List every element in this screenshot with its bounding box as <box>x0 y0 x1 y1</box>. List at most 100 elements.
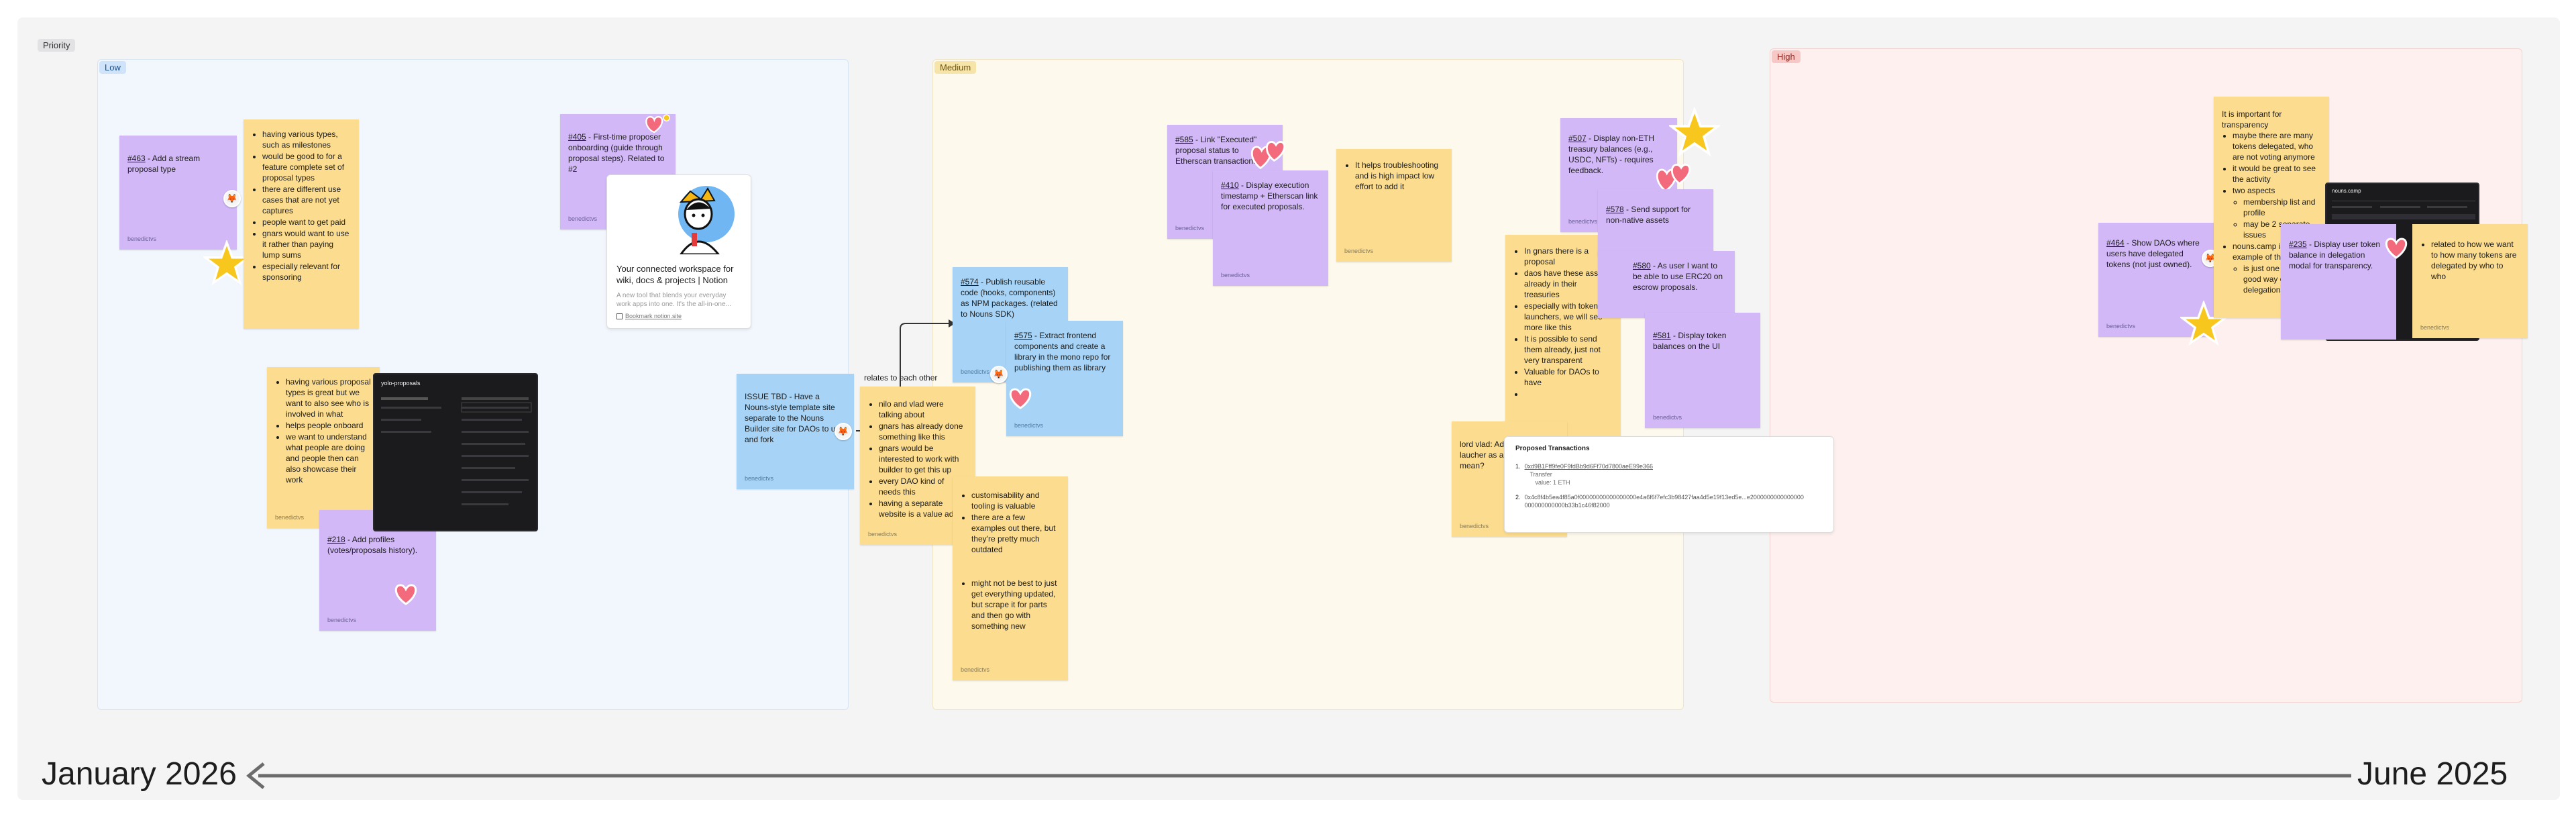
high-section-label[interactable]: High <box>1772 50 1801 63</box>
heart-sticker-icon[interactable] <box>1006 385 1034 409</box>
notion-illustration-icon <box>607 175 751 256</box>
note-text: - As user I want to be able to use ERC20… <box>1633 261 1723 292</box>
bookmark-link[interactable]: Bookmark notion.site <box>625 313 682 319</box>
note-text: - Display user token balance in delegati… <box>2289 240 2381 270</box>
issue-link-580[interactable]: #580 <box>1633 261 1651 270</box>
low-section-label[interactable]: Low <box>99 61 126 74</box>
issue-link-405[interactable]: #405 <box>568 132 586 142</box>
bookmark-title[interactable]: Your connected workspace for wiki, docs … <box>616 264 734 285</box>
sticky-note-235[interactable]: #235 - Display user token balance in del… <box>2281 224 2396 340</box>
issue-link-578[interactable]: #578 <box>1606 205 1624 214</box>
note-author: benedictvs <box>127 236 157 242</box>
screenshot-image[interactable]: yolo-proposals <box>373 373 538 531</box>
comment-list: having various proposal types is great b… <box>286 376 372 485</box>
tx-index: 2. <box>1515 494 1521 501</box>
comment-list-2: might not be best to just get everything… <box>971 578 1060 631</box>
issue-link-585[interactable]: #585 <box>1175 135 1193 144</box>
note-author: benedictvs <box>2106 323 2136 329</box>
comment-list: related to how we want to how many token… <box>2431 239 2520 282</box>
note-author: benedictvs <box>327 617 357 623</box>
hearts-sticker-icon[interactable] <box>644 111 675 136</box>
timeline-arrow-icon[interactable] <box>245 762 2351 789</box>
issue-link-410[interactable]: #410 <box>1221 181 1239 190</box>
sticky-note-comment-troubleshoot[interactable]: It helps troubleshooting and is high imp… <box>1336 149 1452 262</box>
sticky-note-comment-delegated[interactable]: related to how we want to how many token… <box>2412 224 2528 338</box>
note-author: benedictvs <box>1344 248 1374 254</box>
bookmark-description: A new tool that blends your everyday wor… <box>616 292 731 308</box>
connector-arrow[interactable] <box>851 315 958 436</box>
sticky-note-comment-tooling[interactable]: customisability and tooling is valuable … <box>953 476 1068 680</box>
note-author: benedictvs <box>961 666 990 673</box>
issue-link-464[interactable]: #464 <box>2106 238 2125 248</box>
sticky-note-comment-gnars[interactable]: In gnars there is a proposal daos have t… <box>1505 235 1621 438</box>
note-author: benedictvs <box>2420 324 2450 331</box>
proposed-transactions-card[interactable]: Proposed Transactions 1. 0xd9B1Fff9fe0F9… <box>1504 436 1834 533</box>
note-author: benedictvs <box>275 514 305 521</box>
note-text: ISSUE TBD - Have a Nouns-style template … <box>745 392 845 444</box>
note-text: - Publish reusable code (hooks, componen… <box>961 277 1058 319</box>
issue-link-574[interactable]: #574 <box>961 277 979 287</box>
screenshot-content-icon <box>381 397 532 505</box>
comment-list: nilo and vlad were talking about gnars h… <box>879 399 967 519</box>
hearts-sticker-icon[interactable] <box>1654 160 1692 195</box>
hearts-sticker-icon[interactable] <box>1249 137 1287 172</box>
issue-link-profiles[interactable]: #218 <box>327 535 345 544</box>
note-author: benedictvs <box>568 215 598 222</box>
tx-address-link[interactable]: 0xd9B1Fff9fe0F9fdBb9d6Ff70d7800aeE99e366 <box>1524 463 1654 470</box>
issue-link-463[interactable]: #463 <box>127 154 146 163</box>
note-author: benedictvs <box>961 368 990 375</box>
sticky-note-580[interactable]: #580 - As user I want to be able to use … <box>1598 251 1735 318</box>
note-text: - Send support for non-native assets <box>1606 205 1691 225</box>
screenshot-title: yolo-proposals <box>381 380 421 387</box>
note-text: - Link "Executed" proposal status to Eth… <box>1175 135 1257 166</box>
note-author: benedictvs <box>1175 225 1205 232</box>
heart-sticker-icon[interactable] <box>2383 235 2410 259</box>
tx-label: Transfer <box>1529 471 1552 478</box>
sticky-note-578[interactable]: #578 - Send support for non-native asset… <box>1598 189 1713 256</box>
note-text: - Add a stream proposal type <box>127 154 201 174</box>
note-author: benedictvs <box>1221 272 1250 278</box>
priority-frame-label[interactable]: Priority <box>38 39 76 52</box>
sticky-note-issue-tbd[interactable]: ISSUE TBD - Have a Nouns-style template … <box>737 374 854 489</box>
sticky-note-575[interactable]: #575 - Extract frontend components and c… <box>1006 321 1123 436</box>
tx-calldata[interactable]: 0x4c8f4b5ea4f85a0f00000000000000000e4a6f… <box>1524 494 1804 509</box>
notion-favicon-icon <box>616 313 623 320</box>
user-avatar[interactable]: 🦊 <box>223 190 241 207</box>
note-text: - Display execution timestamp + Ethersca… <box>1221 181 1318 211</box>
medium-section-label[interactable]: Medium <box>934 61 977 74</box>
sticky-note-comment-transparency[interactable]: It is important for transparency maybe t… <box>2214 97 2329 318</box>
sticky-note-comment-profiles[interactable]: having various proposal types is great b… <box>267 367 380 528</box>
notion-bookmark-card[interactable]: Your connected workspace for wiki, docs … <box>606 174 751 329</box>
issue-link-575[interactable]: #575 <box>1014 331 1032 340</box>
note-author: benedictvs <box>745 475 774 482</box>
star-sticker-icon[interactable] <box>1669 107 1720 157</box>
issue-link-581[interactable]: #581 <box>1653 331 1671 340</box>
heart-sticker-icon[interactable] <box>392 581 419 605</box>
timeline-end-label[interactable]: June 2025 <box>2357 756 2508 792</box>
note-author: benedictvs <box>868 531 898 538</box>
sticky-note-581[interactable]: #581 - Display token balances on the UI … <box>1645 313 1760 428</box>
timeline-start-label[interactable]: January 2026 <box>42 756 237 792</box>
high-priority-section[interactable]: High <box>1770 48 2522 703</box>
comment-intro: It is important for transparency <box>2222 109 2282 130</box>
comment-list: It helps troubleshooting and is high imp… <box>1355 160 1444 192</box>
note-author: benedictvs <box>1014 422 1044 429</box>
issue-link-507[interactable]: #507 <box>1568 134 1587 143</box>
note-text: - Add profiles (votes/proposals history)… <box>327 535 418 555</box>
note-author: benedictvs <box>1568 218 1598 225</box>
user-avatar[interactable]: 🦊 <box>990 366 1008 383</box>
note-text: - Display token balances on the UI <box>1653 331 1727 351</box>
sticky-note-463[interactable]: #463 - Add a stream proposal type benedi… <box>119 136 237 250</box>
note-text: - Show DAOs where users have delegated t… <box>2106 238 2200 269</box>
star-sticker-icon[interactable] <box>203 240 250 286</box>
sticky-note-comment-463[interactable]: having various types, such as milestones… <box>244 119 359 329</box>
comment-list: customisability and tooling is valuable … <box>971 490 1060 555</box>
sticky-note-comment-template[interactable]: nilo and vlad were talking about gnars h… <box>860 387 975 545</box>
screenshot-title: nouns.camp <box>2332 188 2361 194</box>
note-text: - First-time proposer onboarding (guide … <box>568 132 665 174</box>
comment-list: having various types, such as milestones… <box>262 129 351 283</box>
sticky-note-410[interactable]: #410 - Display execution timestamp + Eth… <box>1213 170 1328 286</box>
issue-link-235[interactable]: #235 <box>2289 240 2307 249</box>
user-avatar[interactable]: 🦊 <box>835 423 852 440</box>
note-author: benedictvs <box>1460 523 1489 529</box>
